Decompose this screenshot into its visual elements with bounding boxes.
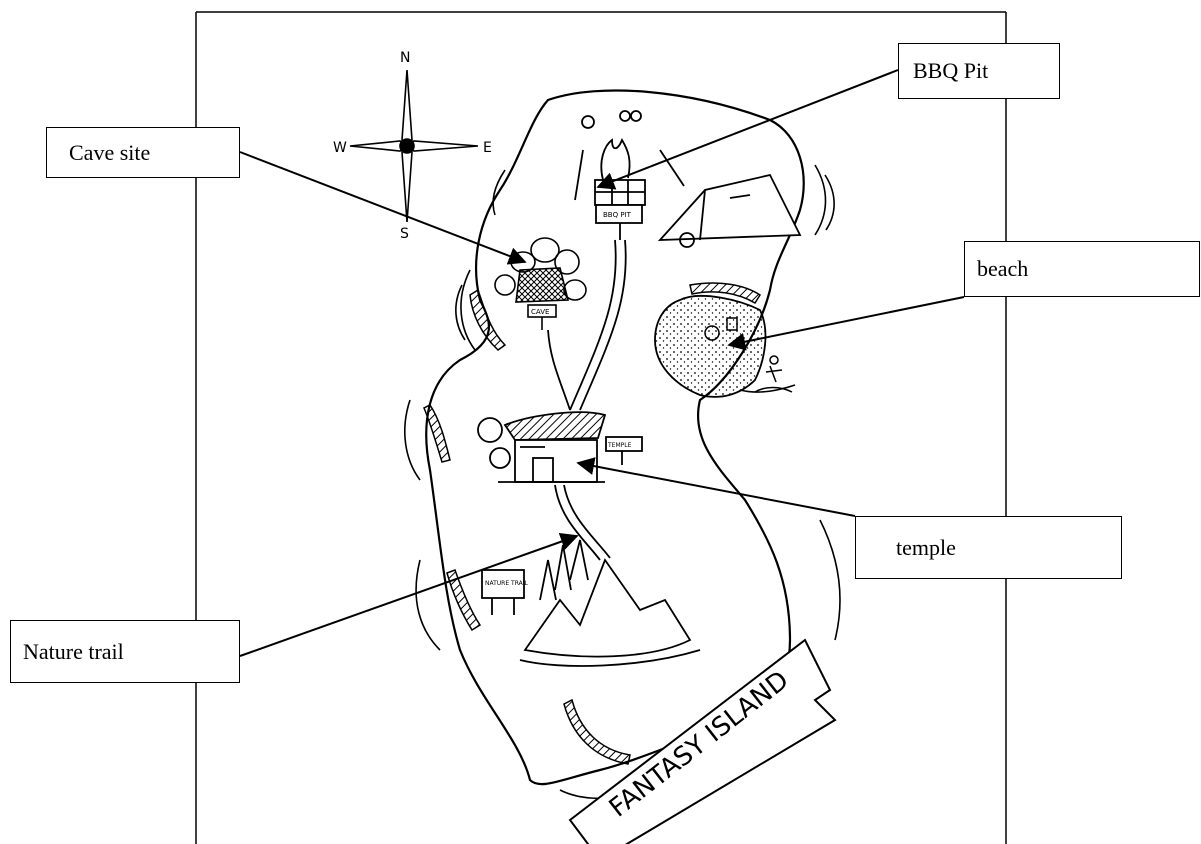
title-banner — [568, 638, 837, 844]
temple-sign: TEMPLE — [607, 442, 632, 449]
shoreline-hatching — [423, 282, 762, 765]
cave-sign: CAVE — [531, 308, 549, 316]
compass-south: S — [400, 226, 409, 242]
nature-trail-illustration — [481, 539, 701, 667]
bbq-pit-illustration — [574, 110, 685, 240]
cave-site-illustration — [494, 237, 587, 330]
label-bbq-pit: BBQ Pit — [898, 43, 1060, 99]
label-nature-trail: Nature trail — [10, 620, 240, 683]
temple-illustration — [477, 411, 643, 483]
swimmer-icon — [754, 355, 793, 393]
label-bbq-pit-text: BBQ Pit — [913, 58, 989, 83]
label-cave-site-text: Cave site — [69, 139, 151, 165]
compass-north: N — [400, 50, 410, 66]
beach-ball-icon — [704, 325, 720, 341]
label-temple: temple — [855, 516, 1122, 579]
label-beach: beach — [964, 241, 1200, 297]
bbq-sign: BBQ PIT — [603, 211, 632, 219]
compass-rose — [349, 69, 479, 223]
tent-icon — [657, 173, 802, 248]
beach-chair-icon — [726, 317, 738, 331]
label-beach-text: beach — [977, 256, 1029, 281]
compass-east: E — [483, 140, 492, 156]
nature-sign: NATURE TRAIL — [485, 580, 529, 587]
compass-west: W — [333, 140, 347, 156]
beach-sand — [654, 294, 767, 398]
label-nature-trail-text: Nature trail — [23, 638, 124, 664]
label-cave-site: Cave site — [46, 127, 240, 178]
callout-lines — [239, 69, 965, 657]
label-temple-text: temple — [896, 534, 956, 560]
trails — [547, 239, 627, 561]
